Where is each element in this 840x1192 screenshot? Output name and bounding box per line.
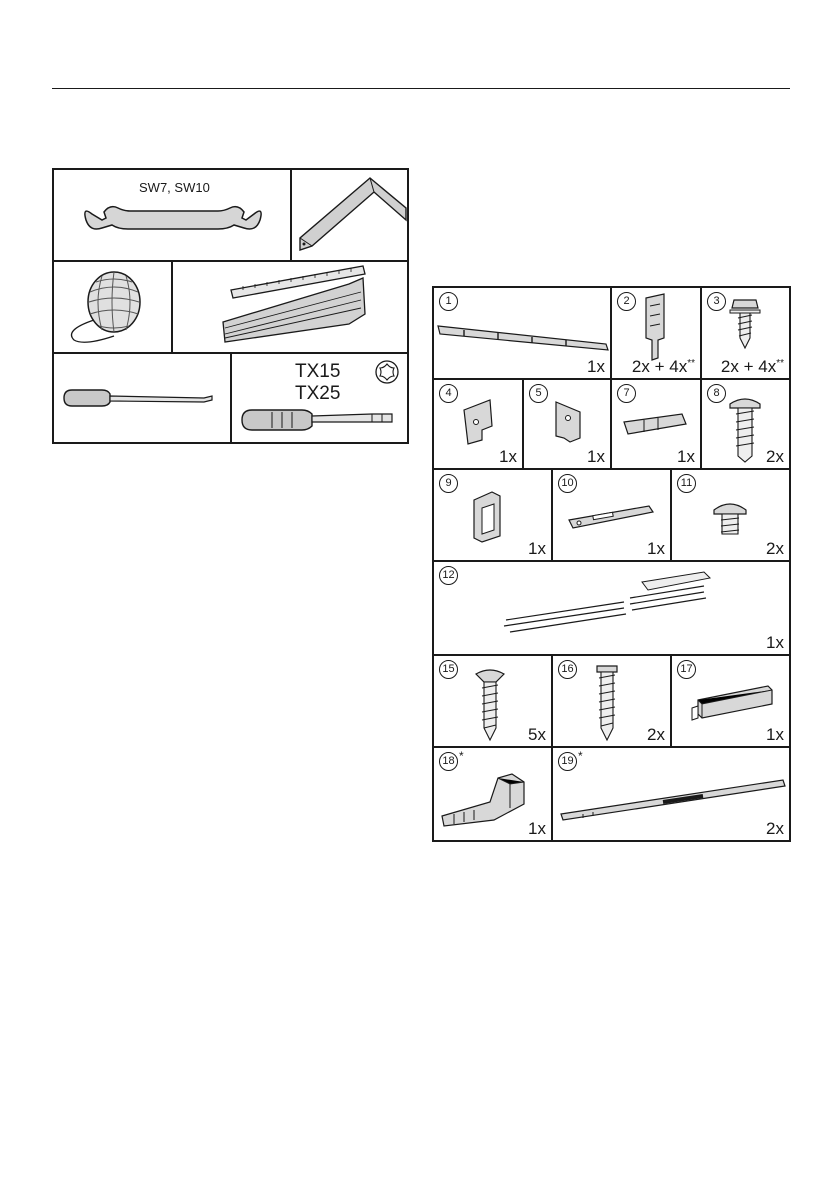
part-quantity: 2x <box>766 448 784 466</box>
tool-folding-ruler <box>173 262 407 354</box>
part-17: 17 1x <box>672 656 789 748</box>
part-quantity: 1x <box>587 358 605 376</box>
flat-screwdriver-icon <box>54 354 230 442</box>
part-quantity: 1x <box>499 448 517 466</box>
part-quantity: 2x + 4x** <box>721 355 784 376</box>
part-16: 16 2x <box>553 656 672 748</box>
part-7: 7 1x <box>612 380 702 470</box>
part-quantity: 2x <box>647 726 665 744</box>
part-quantity: 1x <box>677 448 695 466</box>
long-slide-rail-icon <box>553 748 789 838</box>
torx-screwdriver-icon <box>232 354 407 442</box>
part-15: 15 5x <box>434 656 553 748</box>
long-strip-icon <box>434 562 789 654</box>
tool-string-ball <box>54 262 173 354</box>
part-4: 4 1x <box>434 380 524 470</box>
part-10: 10 1x <box>553 470 672 562</box>
part-1: 1 1x <box>434 288 612 380</box>
part-19: 19 * 2x <box>553 748 789 840</box>
tools-required-box: SW7, SW10 <box>52 168 409 444</box>
part-9: 9 1x <box>434 470 553 562</box>
part-5: 5 1x <box>524 380 612 470</box>
part-quantity: 2x + 4x** <box>632 355 695 376</box>
part-quantity: 5x <box>528 726 546 744</box>
part-quantity: 1x <box>528 820 546 838</box>
string-ball-icon <box>54 262 172 352</box>
part-8: 8 2x <box>702 380 789 470</box>
parts-list-box: 1 1x 2 2x + 4x** 3 2x + 4x** 4 1x <box>432 286 791 842</box>
part-3: 3 2x + 4x** <box>702 288 789 380</box>
part-18: 18 * 1x <box>434 748 553 840</box>
header-rule <box>52 88 790 89</box>
tool-angle-square <box>292 170 407 262</box>
part-2: 2 2x + 4x** <box>612 288 702 380</box>
tool-torx-screwdriver: TX15 TX25 <box>232 354 407 442</box>
part-quantity: 1x <box>587 448 605 466</box>
part-quantity: 2x <box>766 540 784 558</box>
part-12: 12 1x <box>434 562 789 656</box>
part-quantity: 1x <box>647 540 665 558</box>
carpenter-square-icon <box>292 170 407 260</box>
part-11: 11 2x <box>672 470 789 562</box>
tool-flat-screwdriver <box>54 354 232 442</box>
folding-ruler-icon <box>173 262 407 352</box>
open-end-wrench-icon <box>54 170 290 260</box>
part-quantity: 1x <box>528 540 546 558</box>
part-quantity: 2x <box>766 820 784 838</box>
tool-wrench: SW7, SW10 <box>54 170 292 262</box>
torx-star-icon <box>376 361 398 383</box>
part-quantity: 1x <box>766 726 784 744</box>
part-quantity: 1x <box>766 634 784 652</box>
mounting-rail-icon <box>434 288 610 378</box>
